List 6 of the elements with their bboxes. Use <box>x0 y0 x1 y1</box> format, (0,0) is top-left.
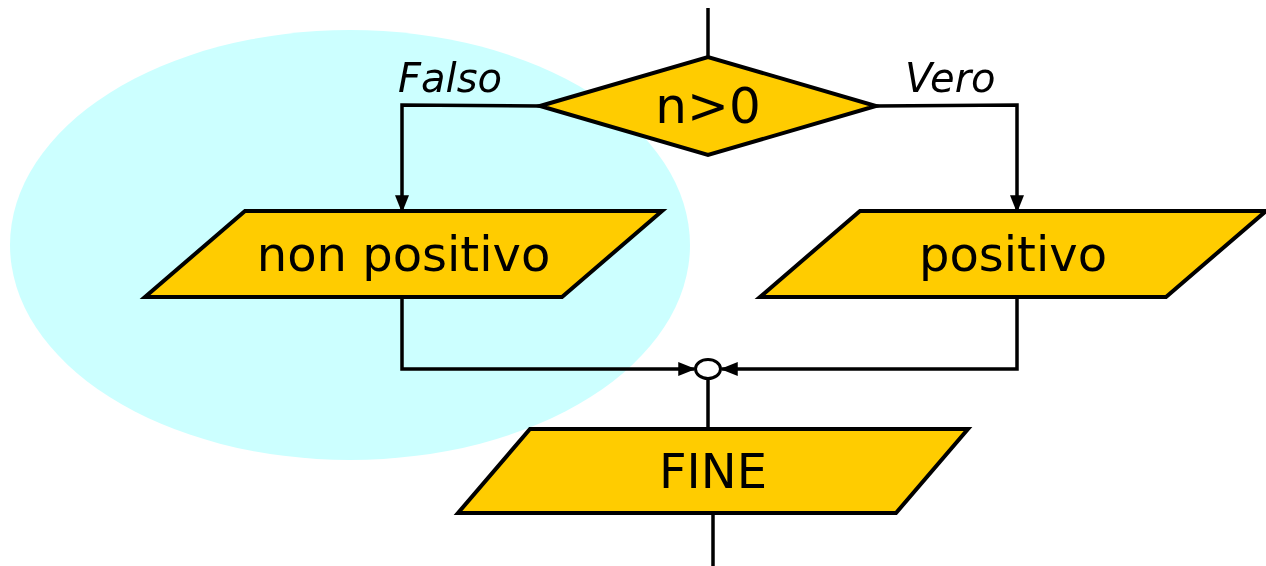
edge-label: Falso <box>398 58 502 98</box>
connector-arrow <box>400 297 696 376</box>
edge-label: Vero <box>905 58 996 98</box>
connector-arrow <box>720 297 1019 376</box>
node-label: n>0 <box>655 81 761 131</box>
node-label: FINE <box>659 447 767 495</box>
